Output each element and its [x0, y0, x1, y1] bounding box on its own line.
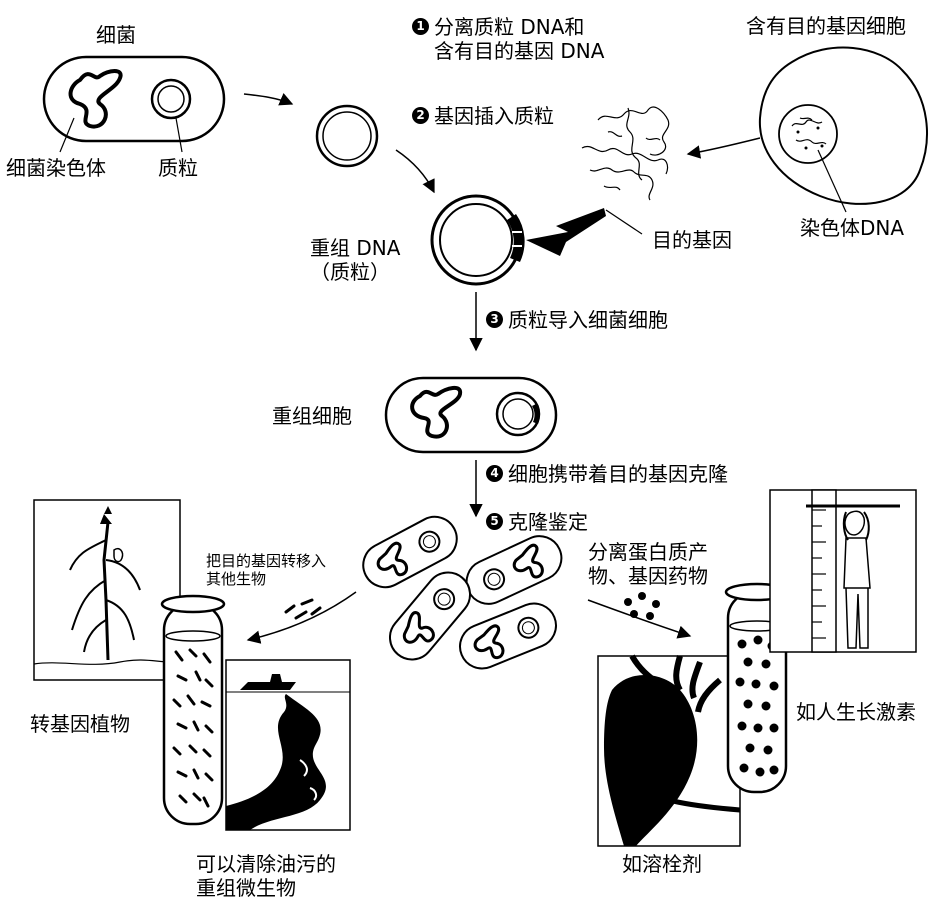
step-5-number: 5 — [486, 513, 503, 530]
oil-microbe-label: 可以清除油污的 重组微生物 — [196, 852, 336, 900]
transgenic-plant-label: 转基因植物 — [30, 712, 130, 736]
step-2: 2 基因插入质粒 — [412, 104, 554, 128]
extracted-dna-strands — [581, 106, 670, 201]
step-2-number: 2 — [412, 107, 429, 124]
bacteria-test-tube — [160, 594, 226, 826]
oil-slick — [226, 694, 326, 830]
bacterium-label: 细菌 — [96, 23, 136, 47]
arrow-donor-to-dna — [686, 137, 761, 159]
protein-particles — [735, 635, 779, 777]
step-2-text: 基因插入质粒 — [434, 104, 554, 128]
step-3-number: 3 — [486, 311, 503, 328]
transgenic-plant-panel — [33, 499, 181, 681]
step-3: 3 质粒导入细菌细胞 — [486, 308, 668, 332]
bacteria-rods — [172, 648, 214, 808]
insert-gene-arrow — [526, 208, 606, 256]
growth-hormone-label: 如人生长激素 — [796, 700, 916, 724]
inserted-gene-segment — [507, 214, 525, 262]
donor-cell-label: 含有目的基因细胞 — [746, 14, 906, 38]
plasmid-label: 质粒 — [158, 156, 198, 180]
thrombolytic-label: 如溶栓剂 — [622, 852, 702, 876]
step-3-text: 质粒导入细菌细胞 — [508, 308, 668, 332]
step-4-number: 4 — [486, 465, 503, 482]
step-4: 4 细胞携带着目的基因克隆 — [486, 462, 728, 486]
recombinant-cell-label: 重组细胞 — [272, 404, 352, 428]
arrow-to-recombinant — [395, 149, 435, 194]
child-figure — [843, 510, 871, 649]
step-1: 1 分离质粒 DNA和 含有目的基因 DNA — [412, 15, 604, 63]
ship — [240, 674, 296, 690]
height-chart-panel — [769, 489, 917, 653]
isolated-plasmid — [315, 104, 379, 168]
step-4-text: 细胞携带着目的基因克隆 — [508, 462, 728, 486]
recombinant-cell-shape — [384, 376, 558, 454]
arrow-to-plasmid — [243, 93, 294, 106]
recombinant-dna-label: 重组 DNA （质粒） — [310, 236, 401, 284]
target-gene-pointer — [605, 209, 643, 235]
cloned-bacteria — [362, 515, 563, 670]
bacterial-chromosome-shape — [68, 69, 123, 129]
oil-spill-panel — [225, 659, 351, 831]
step-5: 5 克隆鉴定 — [486, 510, 588, 534]
arrow-to-applications-left — [246, 591, 357, 644]
chromosome-dna-label: 染色体DNA — [800, 216, 905, 240]
arrow-to-applications-right — [587, 599, 692, 639]
nucleus — [778, 104, 838, 164]
recombinant-plasmid — [430, 194, 525, 286]
step-5-text: 克隆鉴定 — [508, 510, 588, 534]
step-1-text: 分离质粒 DNA和 含有目的基因 DNA — [434, 15, 605, 63]
target-gene-label: 目的基因 — [652, 228, 732, 252]
bacterium-cell — [42, 55, 226, 153]
gene-fragments — [284, 598, 322, 620]
transfer-label: 把目的基因转移入 其他生物 — [206, 552, 327, 588]
bacterial-chromosome-label: 细菌染色体 — [6, 156, 106, 180]
step-1-number: 1 — [412, 18, 429, 35]
donor-cell — [758, 46, 928, 213]
heart-panel — [597, 654, 741, 847]
protein-product-label: 分离蛋白质产 物、基因药物 — [588, 540, 708, 588]
